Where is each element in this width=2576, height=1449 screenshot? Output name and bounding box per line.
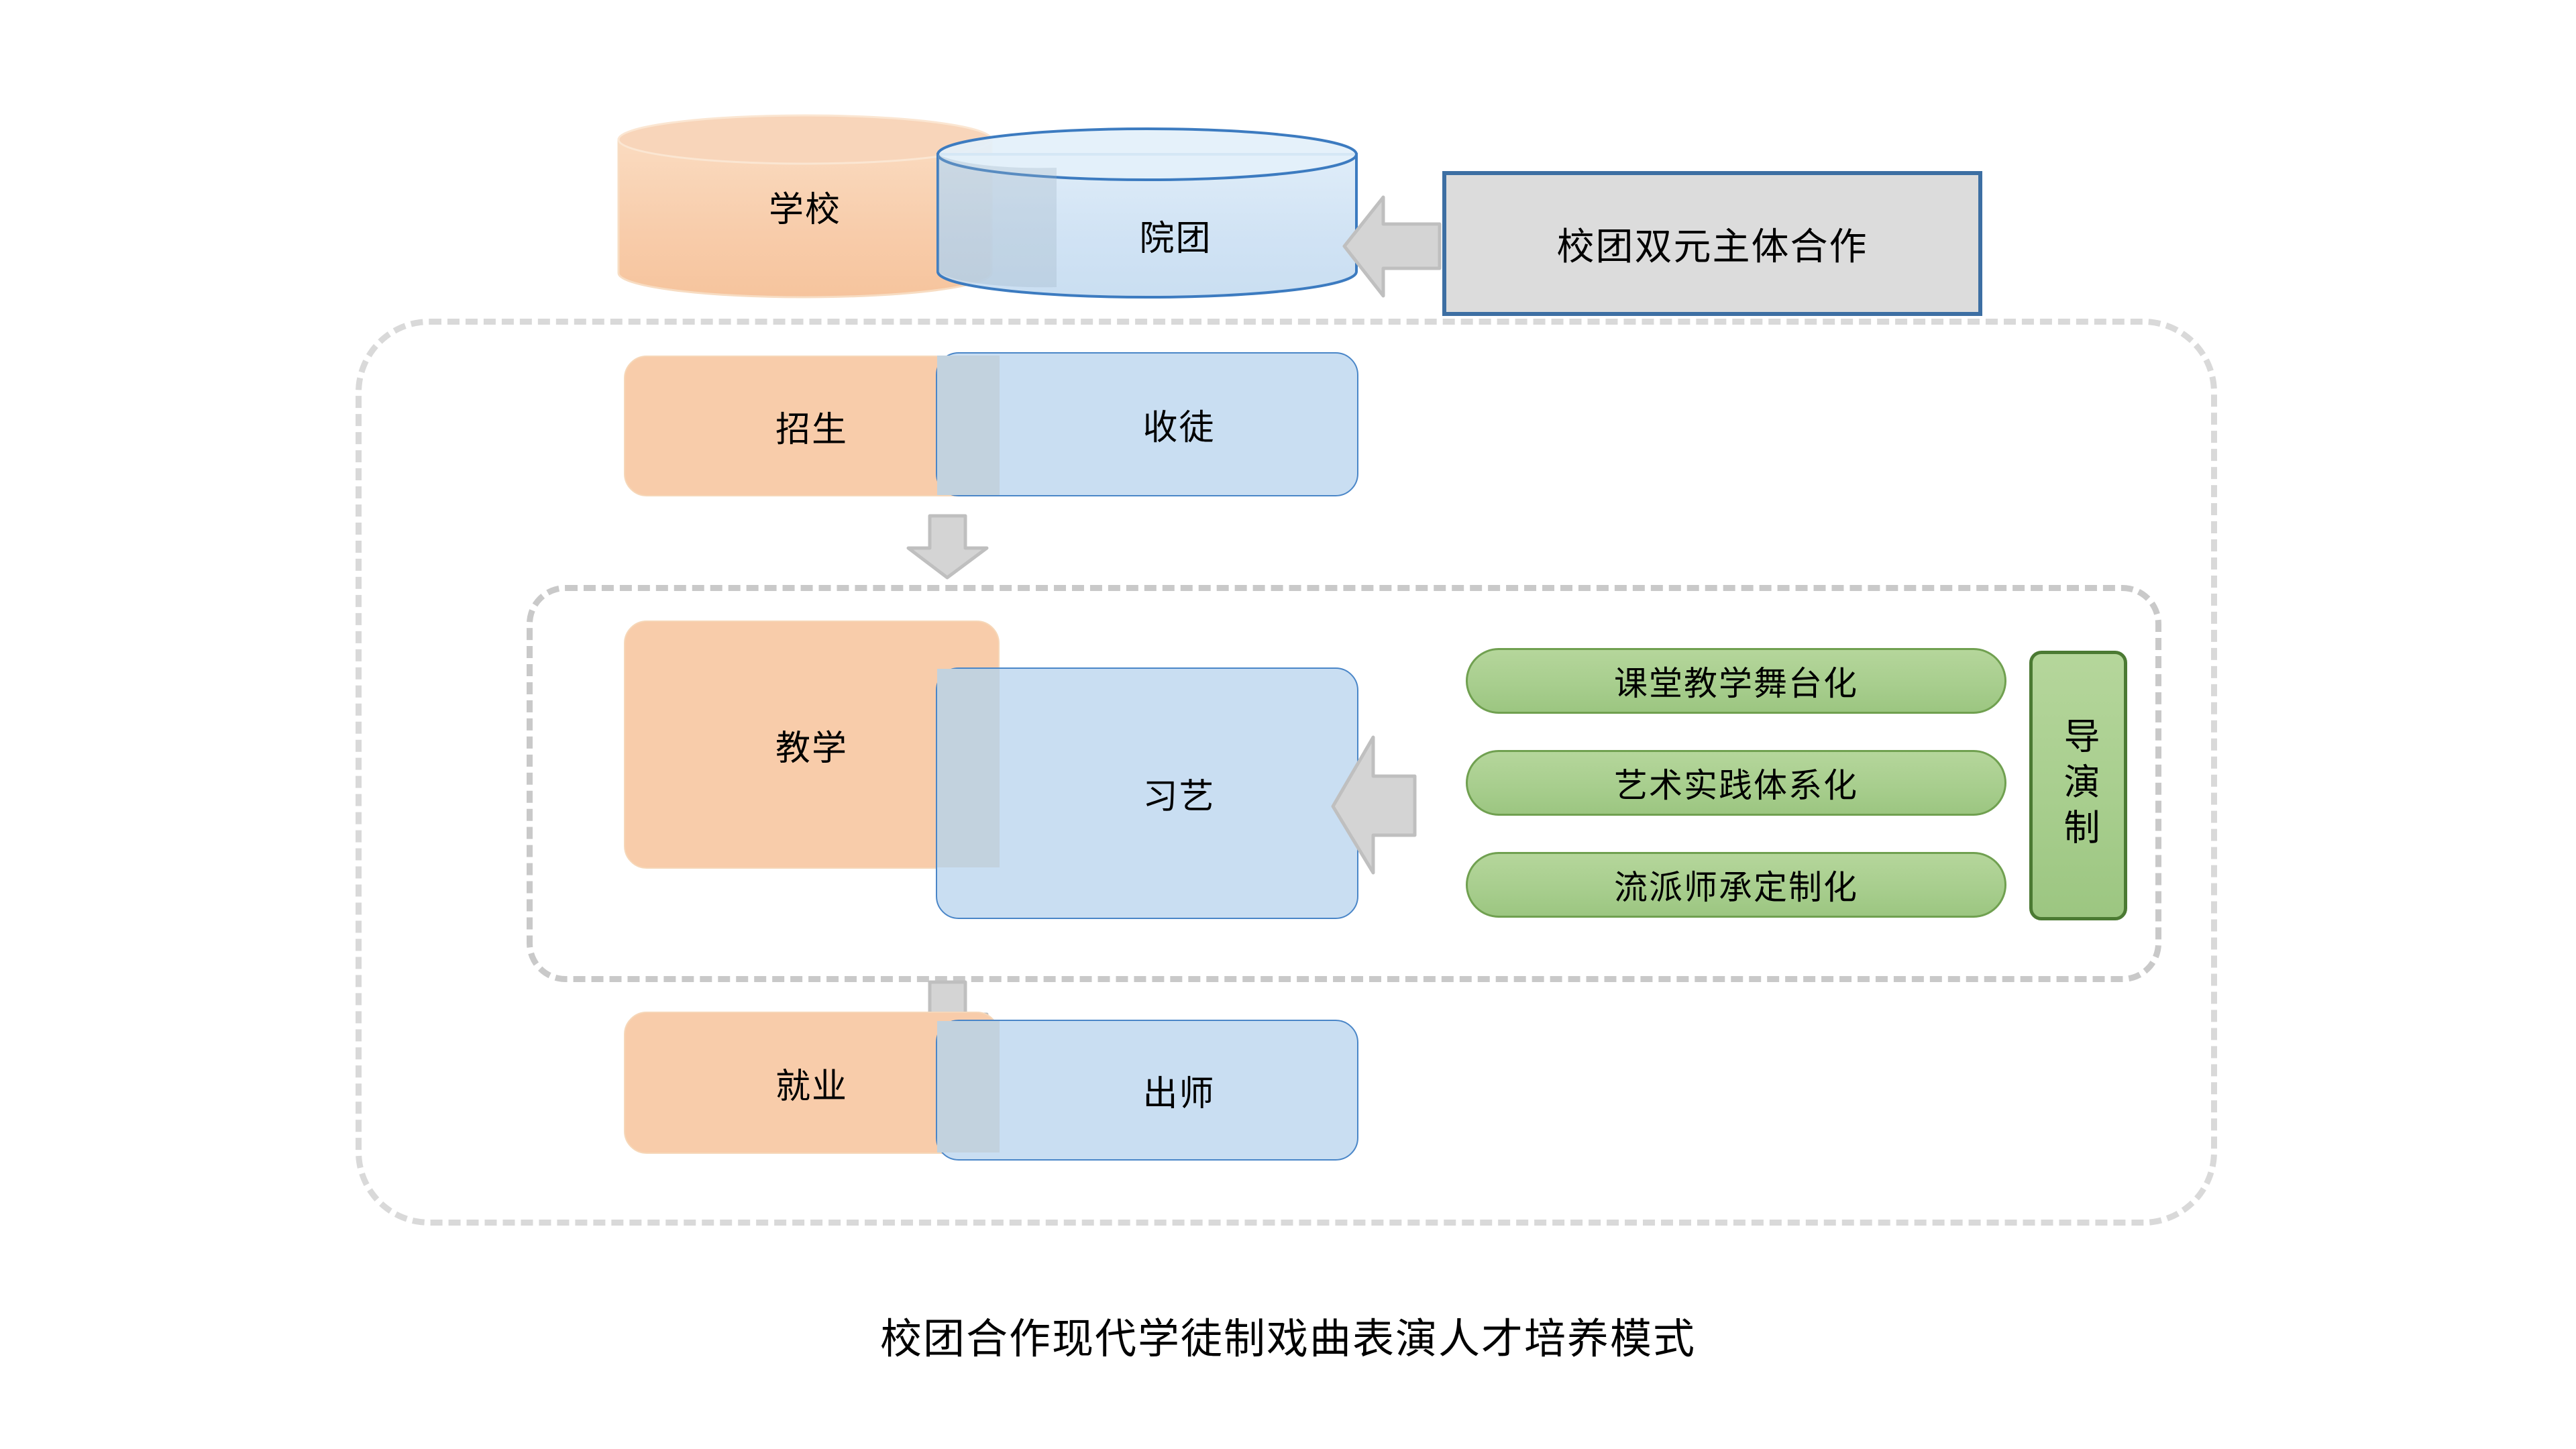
cooperation-callout-label: 校团双元主体合作 xyxy=(1556,225,1868,268)
teaching-feature-pill-2[interactable]: 艺术实践体系化 xyxy=(1466,750,2006,816)
teaching-feature-label-1: 课堂教学舞台化 xyxy=(1614,665,1858,702)
stage-teaching-troupe-box[interactable] xyxy=(936,667,1358,919)
stage-teaching-school-label: 教学 xyxy=(775,729,848,768)
teaching-phase-boundary xyxy=(527,585,2161,982)
apprenticeship-process-boundary xyxy=(356,319,2217,1226)
teaching-feature-pill-3[interactable]: 流派师承定制化 xyxy=(1466,852,2006,918)
school-cylinder-label: 学校 xyxy=(768,191,841,229)
troupe-cylinder[interactable] xyxy=(936,127,1358,312)
stage-employment-overlap xyxy=(937,1021,1000,1152)
cooperation-arrow-left-icon xyxy=(1342,195,1442,299)
director-system-box[interactable]: 导演制 xyxy=(2029,651,2127,920)
diagram-caption: 校团合作现代学徒制戏曲表演人才培养模式 xyxy=(879,1316,1696,1362)
stage-recruitment-school-label: 招生 xyxy=(775,410,848,449)
flow-arrow-down-icon-1 xyxy=(906,513,989,580)
teaching-feature-pill-1[interactable]: 课堂教学舞台化 xyxy=(1466,648,2006,714)
stage-teaching-overlap xyxy=(937,669,1000,867)
troupe-cylinder-label: 院团 xyxy=(1139,219,1212,258)
stage-employment-troupe-box[interactable] xyxy=(936,1020,1358,1161)
teaching-features-arrow-left-icon xyxy=(1330,735,1417,875)
stage-employment-troupe-label: 出师 xyxy=(1142,1074,1216,1114)
stage-recruitment-overlap xyxy=(937,356,1000,495)
teaching-feature-label-3: 流派师承定制化 xyxy=(1614,869,1858,906)
director-system-label: 导演制 xyxy=(2058,717,2098,854)
stage-recruitment-troupe-box[interactable] xyxy=(936,352,1358,496)
stage-recruitment-troupe-label: 收徒 xyxy=(1142,409,1216,447)
stage-employment-school-label: 就业 xyxy=(775,1067,848,1106)
stage-teaching-troupe-label: 习艺 xyxy=(1142,777,1216,816)
cooperation-callout-box[interactable]: 校团双元主体合作 xyxy=(1442,171,1982,316)
teaching-feature-label-2: 艺术实践体系化 xyxy=(1614,767,1858,804)
